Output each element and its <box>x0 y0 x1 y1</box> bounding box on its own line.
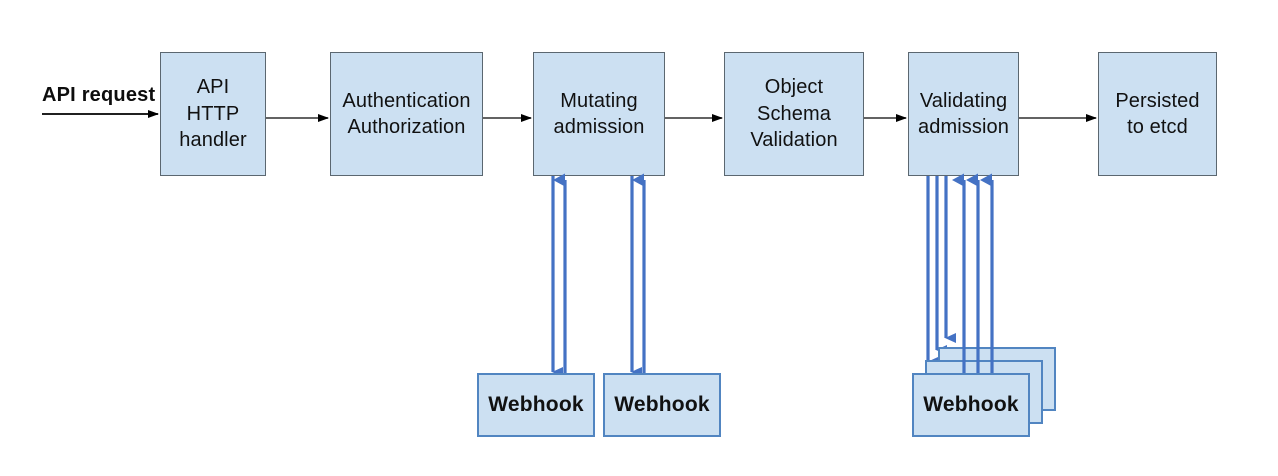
node-label-object-schema-validation: Object Schema Validation <box>750 76 838 152</box>
node-label-api-http-handler: API HTTP handler <box>179 76 247 152</box>
node-label-persisted-to-etcd: Persisted to etcd <box>1115 89 1200 138</box>
entry-label-api-request: API request <box>42 84 156 106</box>
node-api-http-handler[interactable]: API HTTP handler <box>160 52 266 176</box>
node-authentication-authorization[interactable]: Authentication Authorization <box>330 52 483 176</box>
node-mutating-admission[interactable]: Mutating admission <box>533 52 665 176</box>
node-object-schema-validation[interactable]: Object Schema Validation <box>724 52 864 176</box>
node-label-mutating-admission: Mutating admission <box>553 89 645 138</box>
node-persisted-to-etcd[interactable]: Persisted to etcd <box>1098 52 1217 176</box>
node-label-authentication-authorization: Authentication Authorization <box>342 89 471 138</box>
webhook-label-validating-front: Webhook <box>923 393 1019 416</box>
node-validating-admission[interactable]: Validating admission <box>908 52 1019 176</box>
webhook-box-mutating-1[interactable]: Webhook <box>477 373 595 437</box>
webhook-box-mutating-2[interactable]: Webhook <box>603 373 721 437</box>
webhook-label-mutating-1: Webhook <box>488 393 584 416</box>
node-label-validating-admission: Validating admission <box>918 89 1009 138</box>
webhook-box-validating-front[interactable]: Webhook <box>912 373 1030 437</box>
webhook-label-mutating-2: Webhook <box>614 393 710 416</box>
